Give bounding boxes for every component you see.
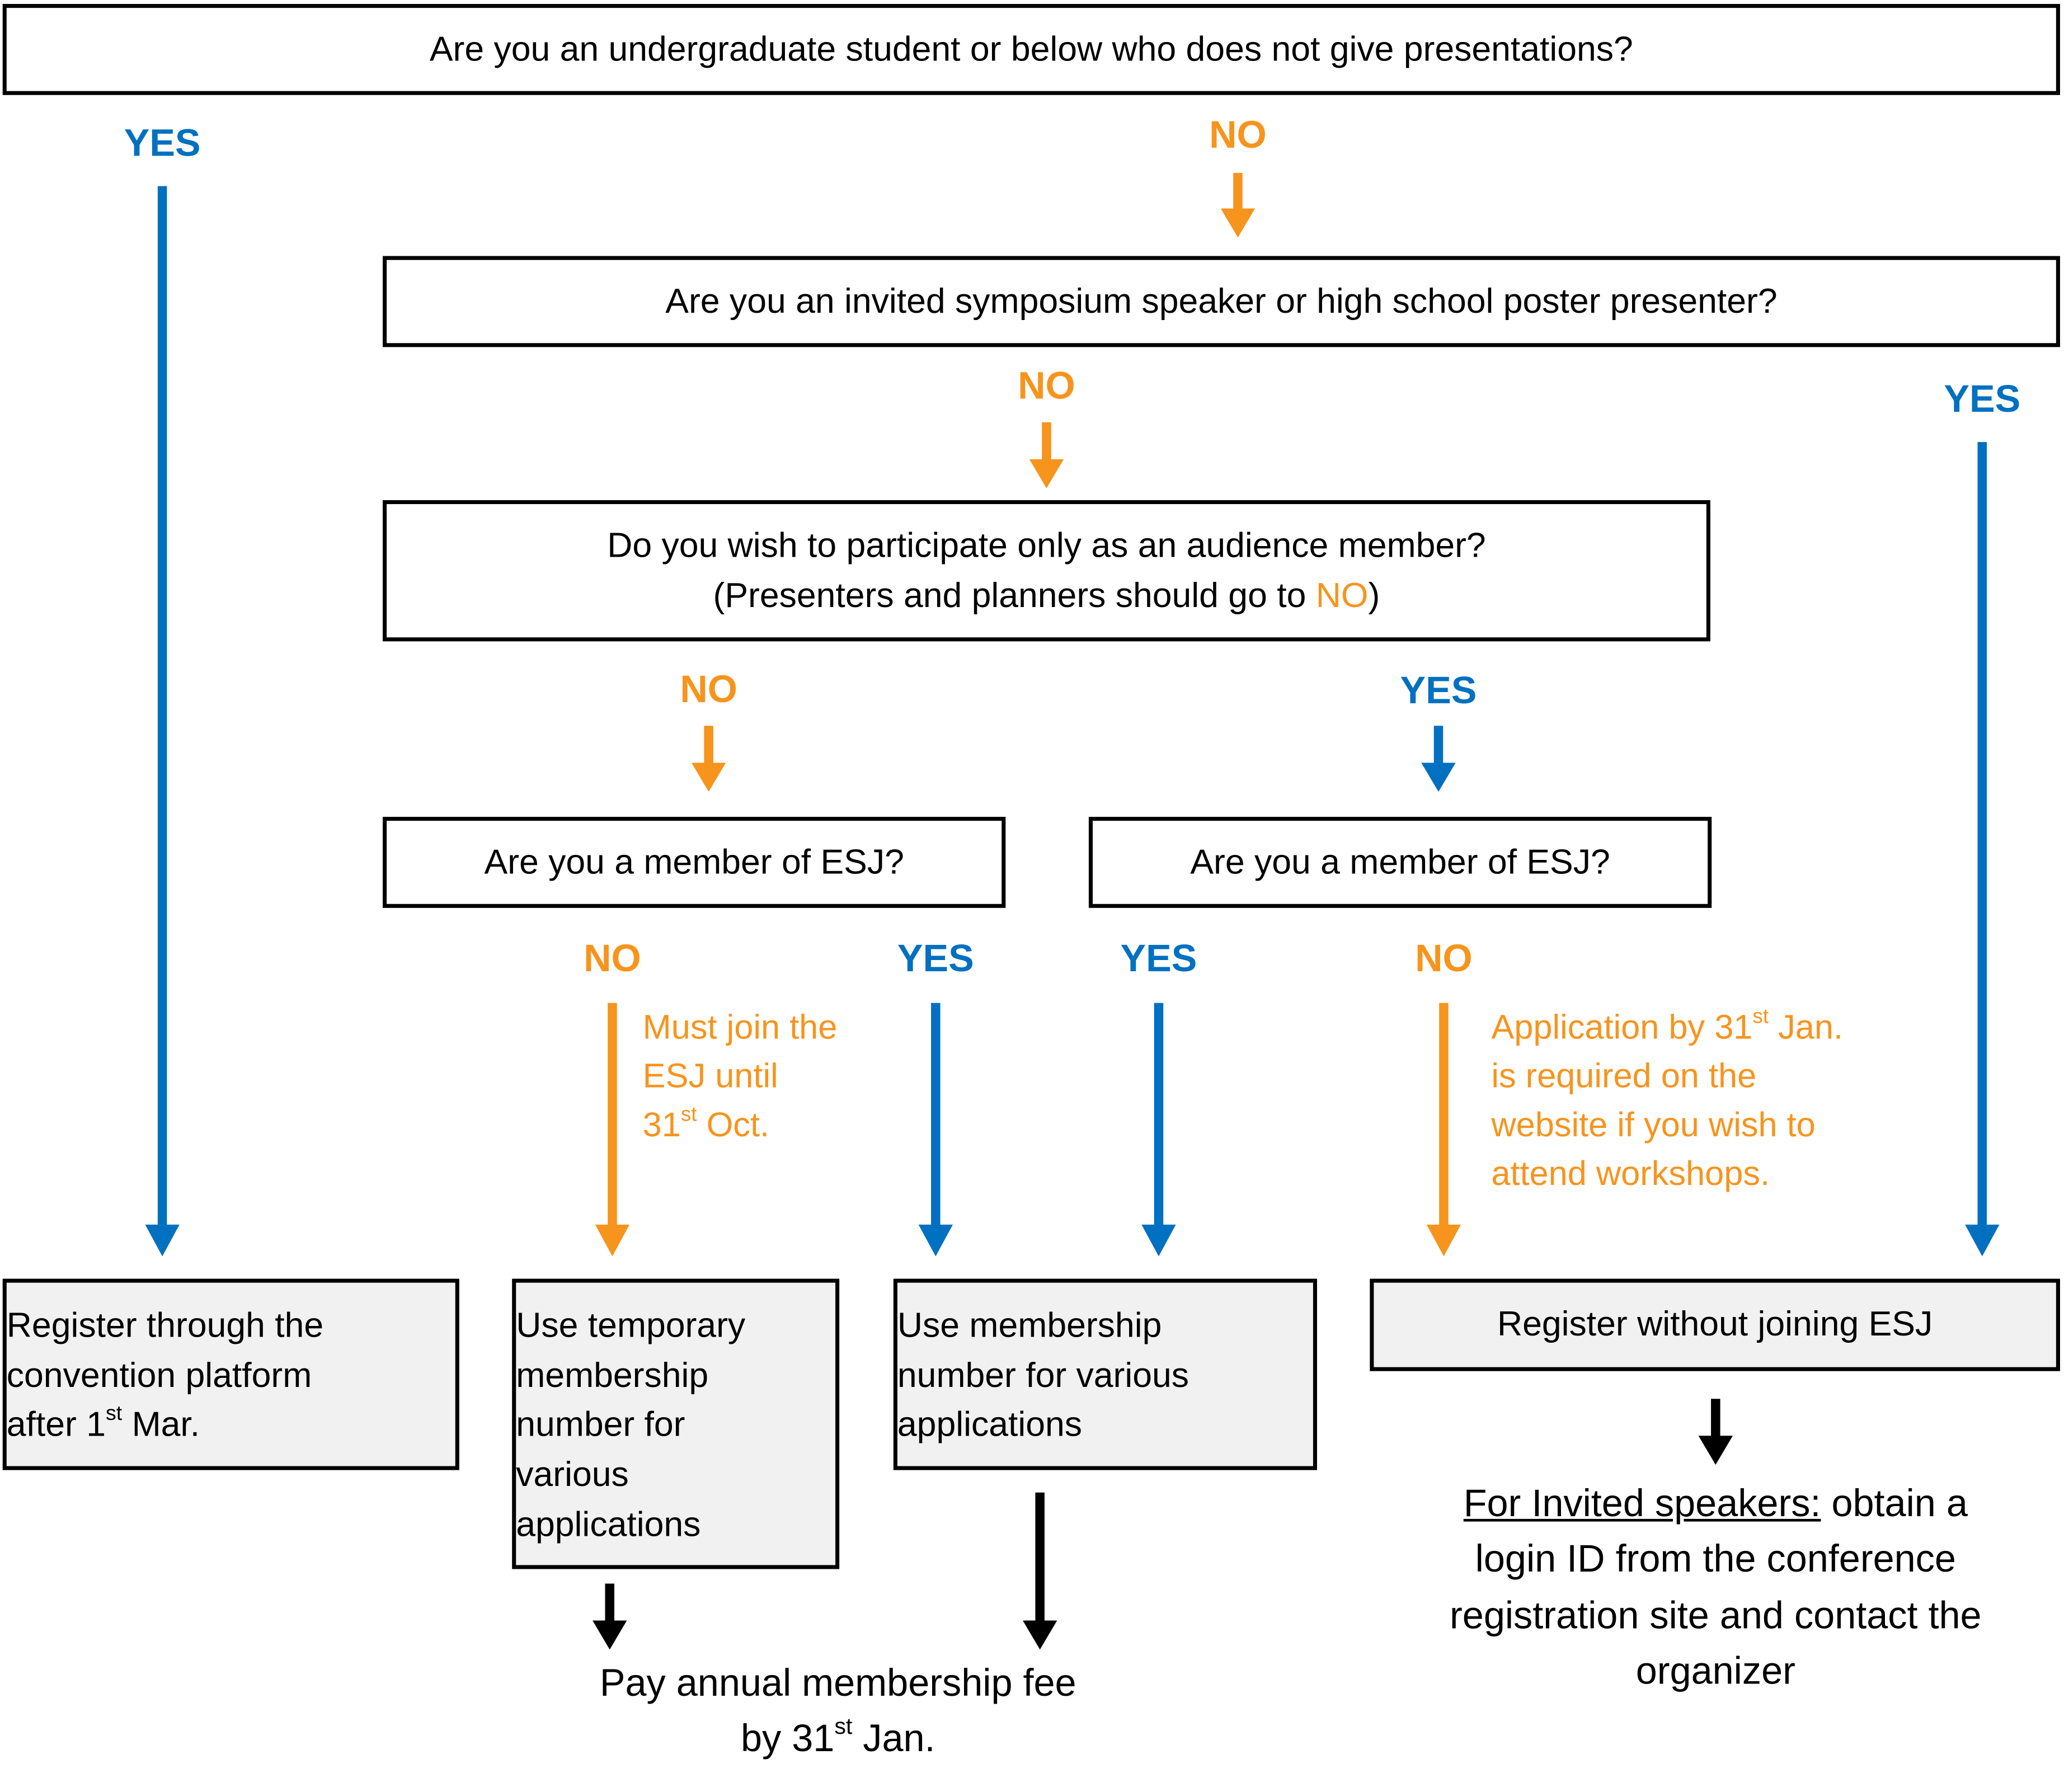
- arrow-yes-invited: [1965, 442, 2000, 1257]
- arrow-without-to-invited: [1698, 1399, 1733, 1465]
- arrow-no-audience: [691, 726, 726, 792]
- final-pay-membership-fee: Pay annual membership fee by 31st Jan.: [599, 1662, 1076, 1761]
- arrow-no-member-left: [595, 1003, 630, 1257]
- question-audience-line2: (Presenters and planners should go to NO…: [713, 575, 1380, 614]
- label-no-invited: NO: [1018, 365, 1075, 408]
- question-undergraduate: Are you an undergraduate student or belo…: [2, 4, 2060, 95]
- arrow-yes-member-left: [918, 1003, 953, 1257]
- result-temporary-membership: Use temporary membership number for vari…: [512, 1278, 840, 1569]
- arrow-yes-audience: [1421, 726, 1456, 792]
- arrow-no-member-right: [1426, 1003, 1461, 1257]
- arrow-yes-member-right: [1141, 1003, 1176, 1257]
- note-application-required: Application by 31st Jan. is required on …: [1491, 1006, 1844, 1193]
- result-membership-number: Use membership number for various applic…: [893, 1278, 1317, 1470]
- label-yes-member-right: YES: [1120, 938, 1197, 981]
- question-invited-speaker: Are you an invited symposium speaker or …: [383, 256, 2060, 347]
- note-must-join: Must join the ESJ until 31st Oct.: [642, 1006, 838, 1144]
- result-register-without-joining: Register without joining ESJ: [1370, 1278, 2060, 1371]
- label-no-undergraduate: NO: [1209, 115, 1267, 157]
- label-no-audience: NO: [680, 669, 737, 712]
- label-no-member-right: NO: [1415, 938, 1473, 981]
- arrow-yes-undergraduate: [145, 186, 180, 1257]
- label-no-member-left: NO: [584, 938, 641, 981]
- label-yes-member-left: YES: [897, 938, 974, 981]
- arrow-membership-to-fee: [1022, 1492, 1057, 1650]
- invited-speakers-heading: For Invited speakers:: [1463, 1483, 1821, 1526]
- question-audience-only: Do you wish to participate only as an au…: [383, 500, 1710, 642]
- question-esj-member-right: Are you a member of ESJ?: [1088, 817, 1712, 908]
- question-audience-line1: Do you wish to participate only as an au…: [607, 525, 1486, 565]
- result-register-convention-platform: Register through the convention platform…: [2, 1278, 459, 1470]
- label-yes-undergraduate: YES: [124, 123, 201, 165]
- label-yes-invited: YES: [1944, 378, 2021, 421]
- arrow-no-undergraduate: [1220, 172, 1256, 238]
- label-yes-audience: YES: [1400, 670, 1477, 713]
- question-esj-member-left: Are you a member of ESJ?: [383, 817, 1006, 908]
- no-highlight: NO: [1315, 575, 1369, 614]
- final-invited-speakers: For Invited speakers: obtain a login ID …: [1449, 1483, 1982, 1694]
- arrow-temporary-to-fee: [593, 1583, 627, 1650]
- arrow-no-invited: [1029, 422, 1064, 488]
